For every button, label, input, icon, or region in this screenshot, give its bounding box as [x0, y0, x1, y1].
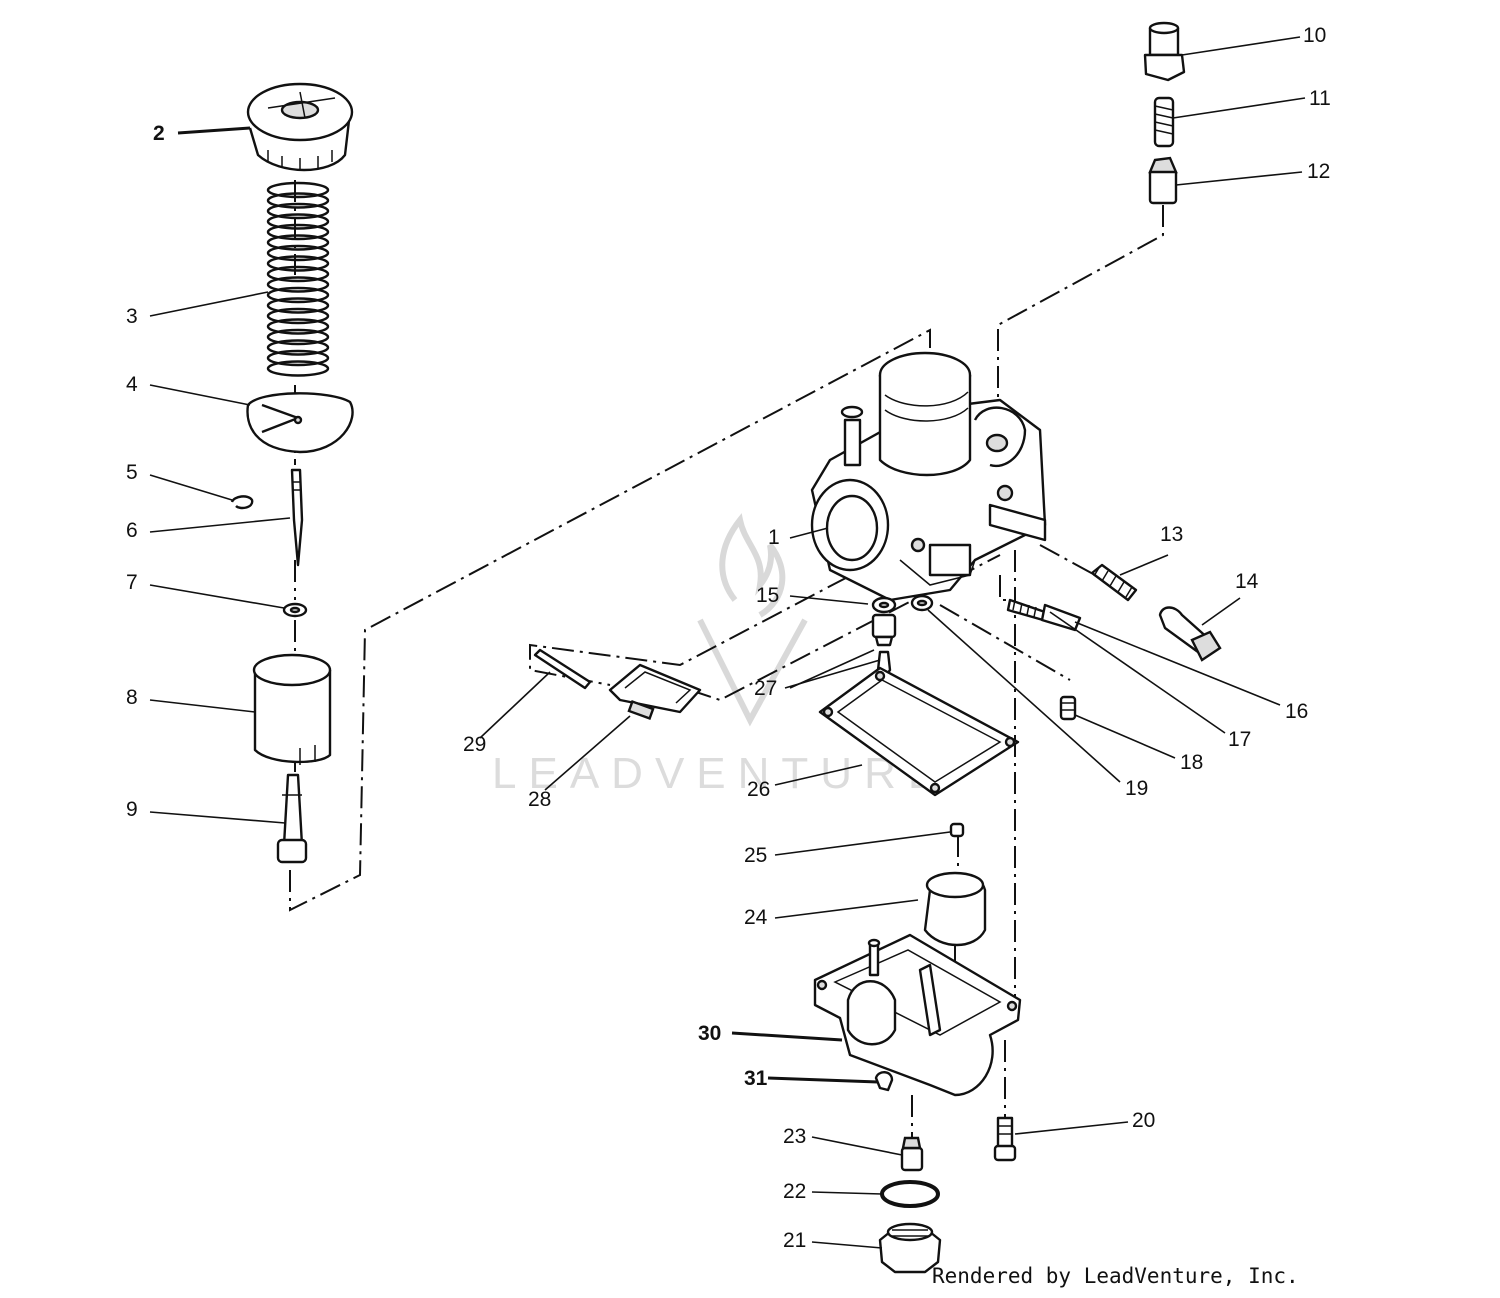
leader-line-10 [1181, 36, 1301, 56]
callout-10: 10 [1303, 24, 1326, 47]
callout-16: 16 [1285, 700, 1308, 723]
part-25-plug [949, 822, 965, 838]
leader-line-17 [1049, 611, 1226, 734]
callout-17: 17 [1228, 728, 1251, 751]
leader-line-12 [1175, 171, 1303, 186]
part-26-gasket [818, 666, 1020, 797]
leader-line-14 [1201, 597, 1241, 626]
callout-13: 13 [1160, 523, 1183, 546]
watermark-logo: LEADVENTURE [492, 513, 949, 798]
callout-18: 18 [1180, 751, 1203, 774]
leader-line-25 [774, 831, 951, 856]
part-4-plate [246, 392, 354, 454]
leader-line-29 [479, 671, 551, 739]
part-17-screw [1006, 598, 1082, 632]
part-11-spring [1153, 96, 1175, 148]
callout-3: 3 [126, 305, 138, 328]
leader-line-28 [544, 715, 631, 791]
callout-labels: 1234567891011121314151617181920212223242… [126, 24, 1331, 1252]
callout-28: 28 [528, 788, 551, 811]
leader-line-19 [927, 609, 1121, 783]
callout-5: 5 [126, 461, 138, 484]
leader-line-5 [149, 474, 233, 501]
leader-line-21 [811, 1241, 883, 1249]
part-30-float-bowl [813, 933, 1022, 1097]
leader-line-8 [149, 699, 256, 713]
leader-line-7 [149, 584, 285, 609]
leader-line-18 [1074, 714, 1176, 759]
callout-15: 15 [756, 584, 779, 607]
part-12-plunger [1148, 156, 1178, 205]
part-9-screw [276, 773, 308, 864]
part-31-drain [874, 1071, 894, 1092]
part-21-drain-plug [878, 1222, 942, 1274]
watermark-text: LEADVENTURE [492, 749, 949, 798]
part-10-fitting [1143, 21, 1186, 82]
callout-24: 24 [744, 906, 768, 929]
leader-line-4 [149, 384, 251, 406]
part-2-top-cap [246, 82, 354, 172]
part-3-spring [266, 181, 330, 377]
callout-29: 29 [463, 733, 486, 756]
part-28-float-arm [608, 663, 702, 720]
part-22-o-ring [880, 1180, 940, 1208]
leader-line-1 [789, 527, 829, 539]
callout-21: 21 [783, 1229, 806, 1252]
leader-line-20 [1014, 1121, 1129, 1135]
part-8-throttle-slide [252, 653, 332, 765]
leader-line-30 [731, 1031, 843, 1042]
leader-line-9 [149, 811, 286, 824]
callout-11: 11 [1309, 87, 1331, 110]
leader-line-2 [177, 126, 251, 135]
callout-7: 7 [126, 571, 138, 594]
credit-text: Rendered by LeadVenture, Inc. [932, 1264, 1299, 1288]
leader-line-26 [774, 764, 863, 786]
callout-6: 6 [126, 519, 138, 542]
part-20-screw [993, 1116, 1017, 1162]
leader-line-27-secondary [789, 649, 875, 689]
part-18-jet [1059, 695, 1077, 721]
part-13-spring [1090, 563, 1138, 602]
callout-2: 2 [153, 122, 165, 145]
callout-27: 27 [754, 677, 777, 700]
part-27-needle-valve [871, 613, 897, 680]
callout-14: 14 [1235, 570, 1259, 593]
part-6-needle [290, 468, 304, 567]
leader-line-6 [149, 517, 291, 533]
leader-line-13 [1119, 554, 1169, 576]
part-19-washer [910, 594, 934, 612]
callout-25: 25 [744, 844, 767, 867]
callout-31: 31 [744, 1067, 768, 1090]
leader-line-15 [789, 595, 869, 605]
part-29-pin [533, 648, 592, 690]
part-5-clip [230, 495, 254, 510]
callout-26: 26 [747, 778, 770, 801]
callout-19: 19 [1125, 777, 1148, 800]
callout-30: 30 [698, 1022, 721, 1045]
leader-line-23 [811, 1136, 903, 1156]
callout-4: 4 [126, 373, 138, 396]
leader-line-22 [811, 1191, 883, 1195]
leader-line-3 [149, 291, 269, 317]
callout-12: 12 [1307, 160, 1330, 183]
part-24-float [923, 871, 987, 947]
part-23-main-jet [900, 1136, 924, 1172]
callout-8: 8 [126, 686, 138, 709]
part-1-carburetor-body [810, 351, 1047, 602]
assembly-lines [289, 180, 1164, 1140]
leader-line-31 [767, 1076, 879, 1084]
leader-line-24 [774, 899, 919, 919]
callout-23: 23 [783, 1125, 806, 1148]
leader-line-16 [1074, 621, 1281, 706]
callout-22: 22 [783, 1180, 806, 1203]
part-14-idle-screw [1158, 606, 1222, 662]
callout-20: 20 [1132, 1109, 1155, 1132]
leader-line-11 [1172, 97, 1306, 119]
callout-1: 1 [768, 526, 780, 549]
part-15-washer [871, 596, 897, 614]
callout-9: 9 [126, 798, 138, 821]
part-7-washer [282, 602, 308, 618]
